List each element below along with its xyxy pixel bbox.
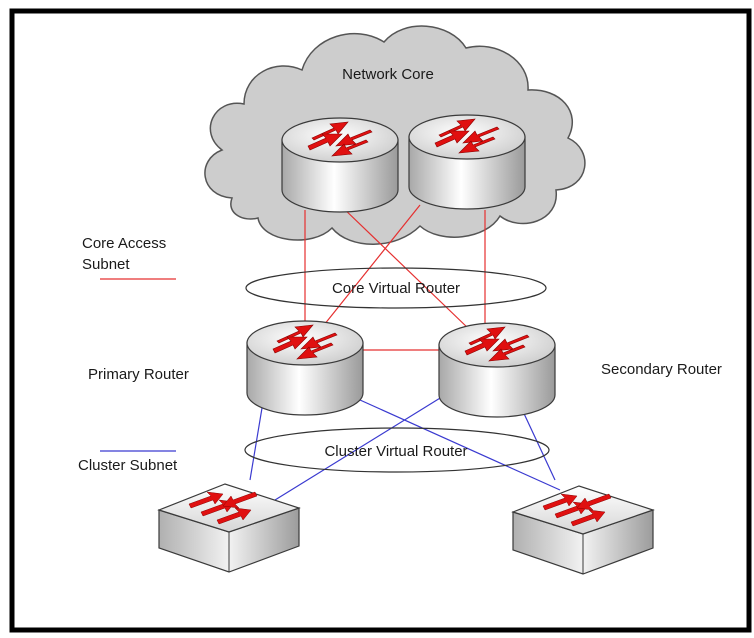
- primary-router-icon: [246, 320, 364, 416]
- core-access-label-line2: Subnet: [82, 256, 130, 273]
- core-router-left: [281, 117, 399, 213]
- secondary-router-icon: [438, 322, 556, 418]
- core-router-right: [408, 114, 526, 210]
- network-core-label: Network Core: [342, 66, 434, 83]
- cluster-subnet-label: Cluster Subnet: [78, 457, 178, 474]
- cluster-virtual-router-label: Cluster Virtual Router: [324, 443, 468, 460]
- cluster-virtual-router-ellipse: [244, 427, 550, 473]
- core-access-label-line1: Core Access: [82, 235, 167, 252]
- core-virtual-router-label: Core Virtual Router: [331, 280, 461, 297]
- primary-router-label: Primary Router: [88, 366, 189, 383]
- core-virtual-router-ellipse: [245, 267, 547, 309]
- secondary-router-label: Secondary Router: [601, 361, 722, 378]
